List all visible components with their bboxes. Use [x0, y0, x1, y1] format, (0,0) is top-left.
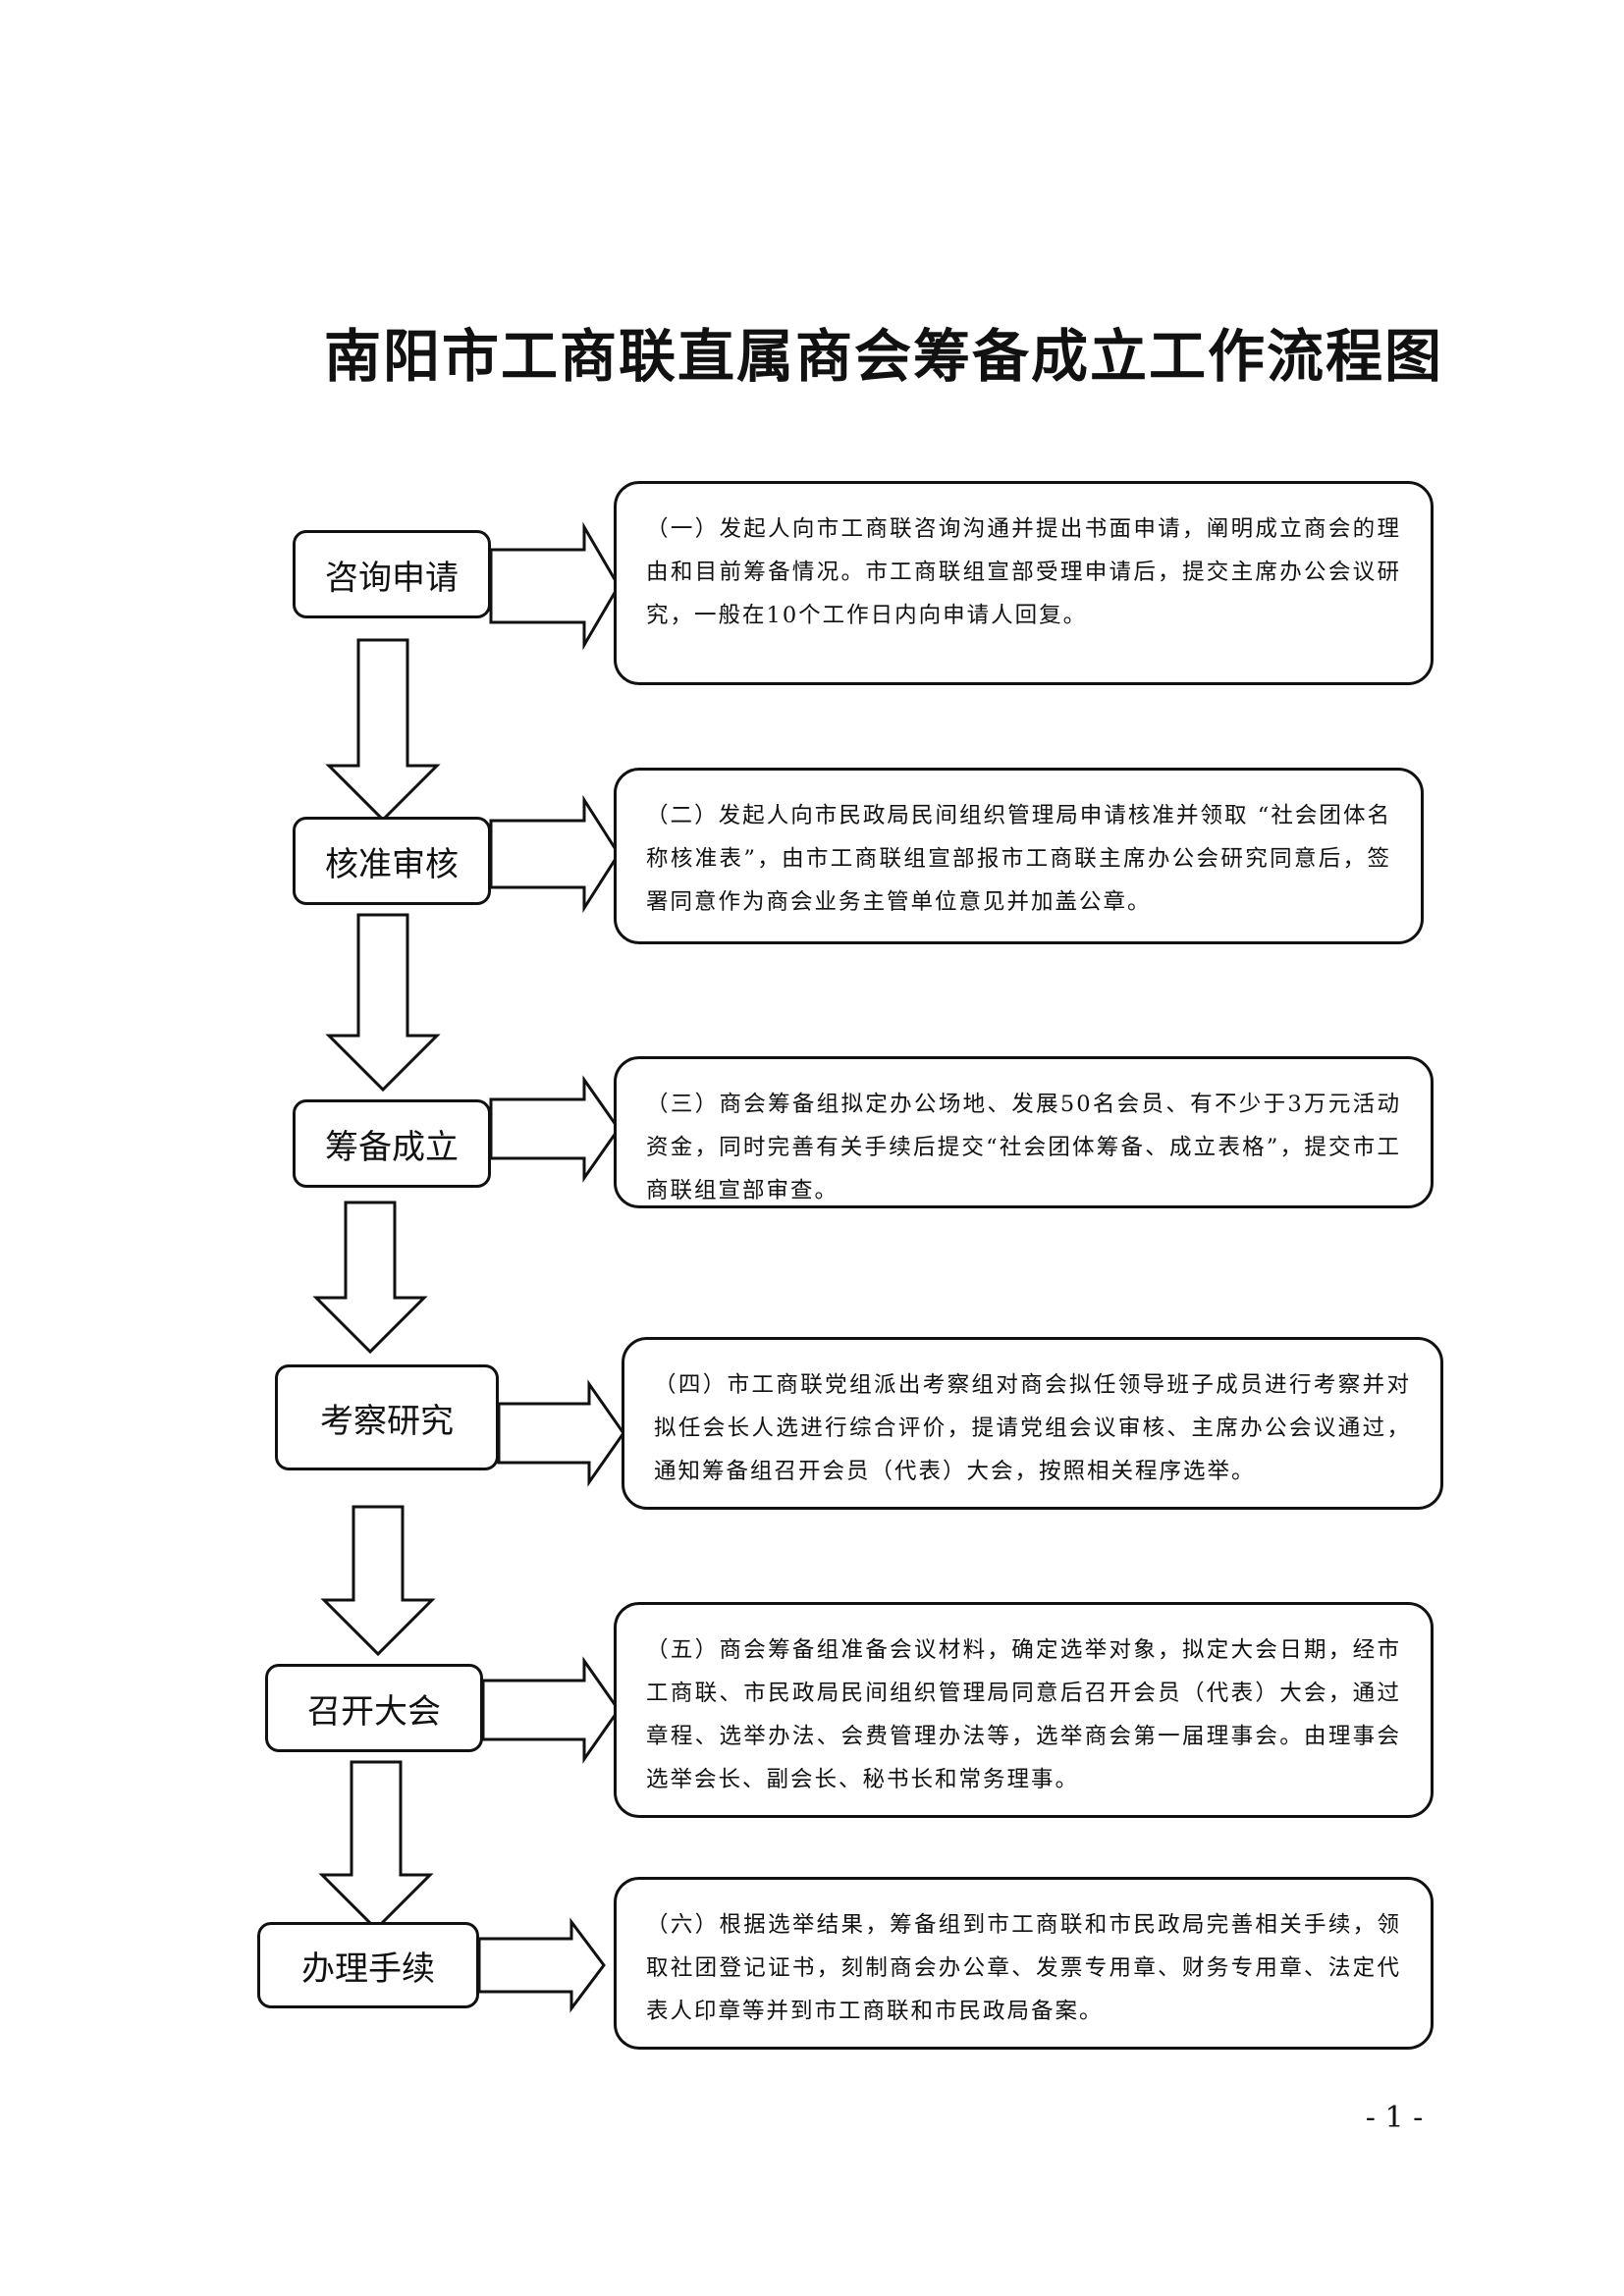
- down-arrow-icon: [312, 1201, 428, 1355]
- page-title: 南阳市工商联直属商会筹备成立工作流程图: [324, 323, 1444, 390]
- down-arrow-icon: [320, 1505, 436, 1657]
- right-arrow-icon: [489, 1075, 621, 1183]
- right-arrow-icon: [489, 521, 621, 651]
- step-description-box: （四）市工商联党组派出考察组对商会拟任领导班子成员进行考察并对拟任会长人选进行综…: [622, 1337, 1443, 1510]
- step-description-box: （三）商会筹备组拟定办公场地、发展50名会员、有不少于3万元活动资金，同时完善有…: [614, 1056, 1434, 1208]
- down-arrow-icon: [318, 1760, 434, 1932]
- step-description-box: （一）发起人向市工商联咨询沟通并提出书面申请，阐明成立商会的理由和目前筹备情况。…: [614, 481, 1434, 685]
- step-description-box: （二）发起人向市民政局民间组织管理局申请核准并领取 “社会团体名称核准表”，由市…: [614, 768, 1424, 944]
- step-box-prepare: 筹备成立: [293, 1099, 491, 1188]
- step-label: 筹备成立: [325, 1127, 459, 1167]
- step-box-procedures: 办理手续: [257, 1922, 479, 2008]
- right-arrow-icon: [481, 1656, 621, 1764]
- page-number: - 1 -: [1365, 2101, 1424, 2135]
- step-box-meeting: 召开大会: [265, 1664, 483, 1752]
- down-arrow-icon: [325, 913, 441, 1093]
- step-description-box: （五）商会筹备组准备会议材料，确定选举对象，拟定大会日期，经市工商联、市民政局民…: [614, 1602, 1434, 1818]
- step-label: 办理手续: [301, 1949, 435, 1989]
- step-description: （六）根据选举结果，筹备组到市工商联和市民政局完善相关手续，领取社团登记证书，刻…: [646, 1912, 1401, 2024]
- right-arrow-icon: [497, 1379, 625, 1487]
- step-description: （五）商会筹备组准备会议材料，确定选举对象，拟定大会日期，经市工商联、市民政局民…: [646, 1637, 1401, 1792]
- step-box-inspect: 考察研究: [275, 1364, 499, 1470]
- step-description: （四）市工商联党组派出考察组对商会拟任领导班子成员进行考察并对拟任会长人选进行综…: [654, 1372, 1411, 1484]
- step-label: 召开大会: [307, 1691, 441, 1732]
- right-arrow-icon: [489, 794, 621, 914]
- step-box-consult: 咨询申请: [293, 530, 491, 618]
- step-description: （一）发起人向市工商联咨询沟通并提出书面申请，阐明成立商会的理由和目前筹备情况。…: [646, 516, 1401, 628]
- step-label: 咨询申请: [325, 558, 459, 598]
- right-arrow-icon: [477, 1917, 606, 2013]
- step-label: 核准审核: [325, 844, 459, 884]
- down-arrow-icon: [325, 638, 441, 823]
- step-description: （三）商会筹备组拟定办公场地、发展50名会员、有不少于3万元活动资金，同时完善有…: [646, 1092, 1401, 1203]
- step-box-approve: 核准审核: [293, 817, 491, 905]
- step-description: （二）发起人向市民政局民间组织管理局申请核准并领取 “社会团体名称核准表”，由市…: [646, 803, 1391, 915]
- step-label: 考察研究: [320, 1401, 454, 1441]
- step-description-box: （六）根据选举结果，筹备组到市工商联和市民政局完善相关手续，领取社团登记证书，刻…: [614, 1877, 1434, 2050]
